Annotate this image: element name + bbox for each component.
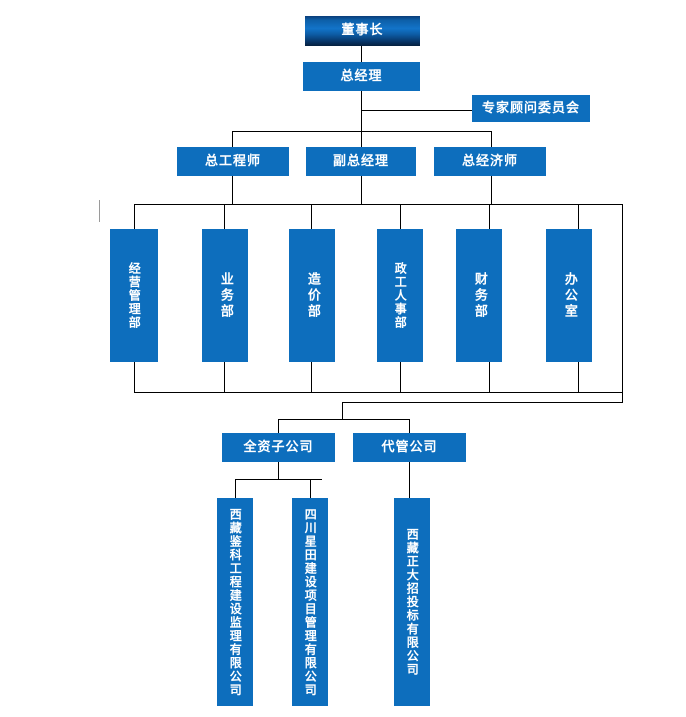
left-margin-tick [99, 200, 100, 222]
connector-deputy-gm-down [361, 176, 362, 205]
node-sub-xizang-jianke[interactable]: 西藏鉴科工程建设监理有限公司 [217, 498, 253, 706]
node-dept-finance[interactable]: 财务部 [456, 229, 502, 362]
connector-drop-deputy-gm [361, 131, 362, 147]
connector-dept-personnel-down [400, 362, 401, 392]
node-deputy-general-manager[interactable]: 副总经理 [306, 147, 416, 176]
connector-drop-managed [409, 419, 410, 433]
node-sub-xizang-zhengda[interactable]: 西藏正大招投标有限公司 [394, 498, 430, 706]
connector-wrap-to-subsidiary-trunk [342, 402, 623, 403]
node-dept-personnel[interactable]: 政工人事部 [377, 229, 423, 362]
connector-dept-operations-down [134, 362, 135, 392]
connector-bus-wholly-owned-children [235, 479, 322, 480]
node-dept-cost[interactable]: 造价部 [289, 229, 335, 362]
connector-right-wrap-vertical [622, 204, 623, 402]
node-chairman[interactable]: 董事长 [305, 16, 420, 46]
connector-dept-cost-down [311, 362, 312, 392]
connector-dept-office-down [578, 362, 579, 392]
connector-drop-chief-engineer [232, 131, 233, 147]
connector-drop-chief-economist [491, 131, 492, 147]
node-chief-economist[interactable]: 总经济师 [434, 147, 546, 176]
connector-chairman-to-gm [361, 46, 362, 62]
connector-bus-departments-top [134, 204, 623, 205]
connector-bus-departments-bottom [134, 392, 623, 393]
node-chief-engineer[interactable]: 总工程师 [177, 147, 289, 176]
node-dept-office[interactable]: 办公室 [546, 229, 592, 362]
connector-drop-dept-cost [311, 204, 312, 229]
connector-dept-business-down [224, 362, 225, 392]
connector-drop-dept-business [224, 204, 225, 229]
connector-drop-dept-personnel [400, 204, 401, 229]
connector-drop-sub-xizang-jianke [235, 479, 236, 498]
connector-gm-to-advisory [361, 110, 472, 111]
connector-drop-wholly-owned [278, 419, 279, 433]
connector-bus-subsidiary-split [278, 419, 410, 420]
node-dept-operations[interactable]: 经营管理部 [110, 229, 158, 362]
connector-wholly-owned-down [278, 462, 279, 479]
connector-drop-dept-operations [134, 204, 135, 229]
connector-drop-dept-office [578, 204, 579, 229]
node-dept-business[interactable]: 业务部 [202, 229, 248, 362]
node-advisory-committee[interactable]: 专家顾问委员会 [472, 95, 590, 122]
connector-chief-economist-down [491, 176, 492, 205]
node-managed-company[interactable]: 代管公司 [353, 433, 466, 462]
connector-subsidiary-trunk [342, 402, 343, 419]
node-general-manager[interactable]: 总经理 [303, 62, 420, 91]
node-sub-sichuan-xingtian[interactable]: 四川星田建设项目管理有限公司 [292, 498, 328, 706]
connector-drop-dept-finance [489, 204, 490, 229]
connector-drop-sub-xizang-zhengda [409, 462, 410, 498]
node-wholly-owned-subsidiary[interactable]: 全资子公司 [222, 433, 335, 462]
connector-gm-trunk [361, 91, 362, 132]
connector-drop-sub-sichuan-xingtian [310, 479, 311, 498]
connector-dept-finance-down [489, 362, 490, 392]
connector-chief-engineer-down [232, 176, 233, 205]
